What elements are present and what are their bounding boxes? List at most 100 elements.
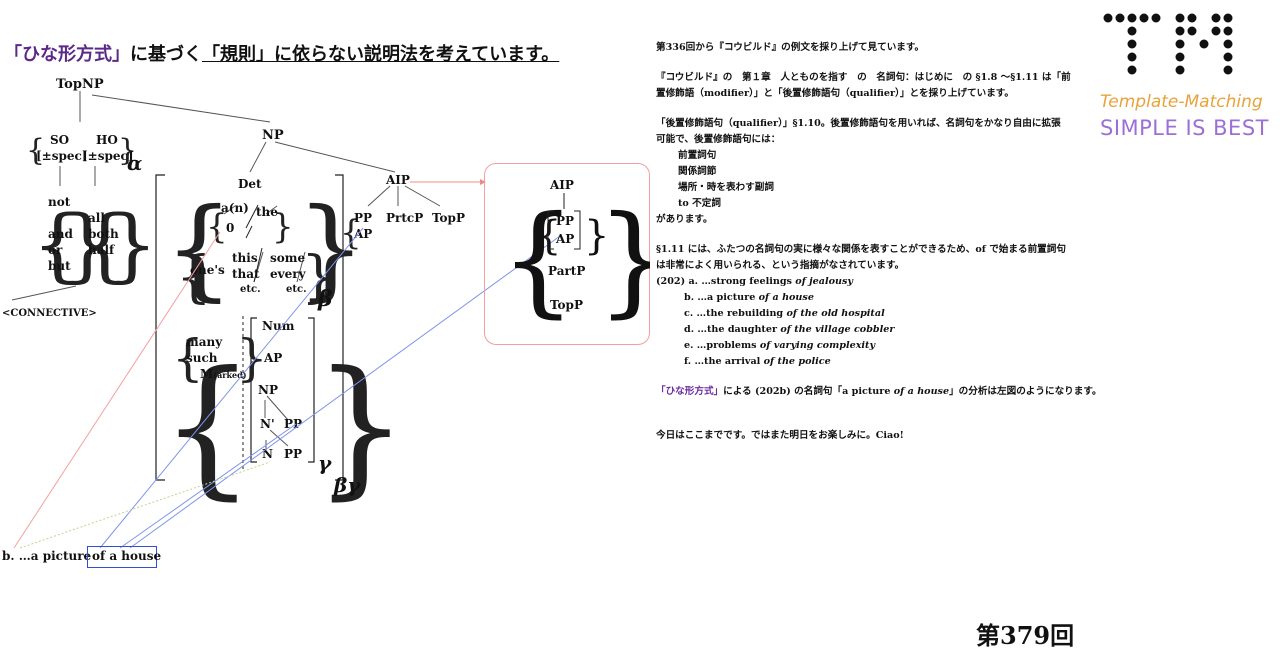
- logo-dot: [1151, 13, 1161, 23]
- svg-text:}: }: [313, 340, 408, 514]
- logo-dot: [1103, 13, 1113, 23]
- word-such: such: [186, 351, 218, 365]
- title-part-template: 「ひな形方式」: [4, 44, 130, 65]
- logo-dot: [1175, 39, 1185, 49]
- word-all: all: [88, 211, 105, 225]
- word-etc-1: etc.: [240, 284, 261, 295]
- title-part-based: に基づく: [130, 44, 202, 65]
- svg-text:{: {: [176, 245, 212, 310]
- node-ho: HO: [96, 133, 118, 147]
- list-item: 場所・時を表わす副詞: [678, 182, 774, 193]
- example-c: c. …the rebuilding of the old hospital: [684, 308, 885, 319]
- logo-dot: [1175, 65, 1185, 75]
- logo-dot: [1187, 26, 1197, 36]
- tm-logo-icon: [1103, 13, 1233, 75]
- word-both: both: [88, 227, 119, 241]
- node-num: Num: [262, 319, 295, 333]
- node-spec-ho: [±spec]: [82, 149, 134, 163]
- word-etc-2: etc.: [286, 284, 307, 295]
- svg-text:}: }: [118, 133, 137, 168]
- word-every: every: [270, 267, 307, 281]
- label-alpha: α: [127, 151, 142, 175]
- word-some: some: [270, 251, 305, 265]
- label-connective: <CONNECTIVE>: [2, 308, 97, 319]
- logo-dot: [1175, 13, 1185, 23]
- list-item: to 不定詞: [678, 198, 721, 209]
- word-but: but: [48, 259, 71, 273]
- box-node-topp: TopP: [550, 298, 583, 312]
- label-beta: β: [317, 286, 333, 312]
- logo-dot: [1127, 52, 1137, 62]
- node-prtcp: PrtcP: [386, 211, 423, 225]
- explanation-text: 第336回から『コウビルド』の例文を採り上げて見ています。 『コウビルド』の 第…: [656, 40, 1106, 444]
- example-d: d. …the daughter of the village cobbler: [684, 324, 895, 335]
- word-that: that: [232, 267, 260, 281]
- logo-dot: [1223, 65, 1233, 75]
- example-phrase-box: [87, 546, 157, 568]
- svg-text:}: }: [107, 198, 158, 291]
- example-b: b. …a picture of a house: [684, 292, 814, 303]
- box-node-partp: PartP: [548, 264, 585, 278]
- tree-diagram: { } { } { } { } { } { } { { } } { TopNP …: [2, 77, 561, 549]
- node-ap: AP: [263, 351, 282, 365]
- svg-text:}: }: [596, 191, 650, 330]
- word-not: not: [48, 195, 71, 209]
- box-node-ap: AP: [555, 232, 574, 246]
- word-the: the: [256, 205, 278, 219]
- word-zero: 0: [226, 221, 234, 235]
- node-det: Det: [238, 177, 262, 191]
- svg-text:{: {: [500, 191, 576, 330]
- text-line: があります。: [656, 214, 713, 225]
- logo-dot: [1211, 13, 1221, 23]
- example-phrase-boxed: of a house: [92, 549, 162, 563]
- node-pp-2: PP: [284, 447, 302, 461]
- svg-text:{: {: [164, 184, 234, 312]
- logo-dot: [1127, 26, 1137, 36]
- word-many: many: [186, 335, 223, 349]
- svg-text:}: }: [296, 184, 366, 312]
- svg-text:{: {: [206, 207, 228, 247]
- svg-text:{: {: [26, 133, 45, 168]
- svg-text:}: }: [584, 213, 609, 259]
- box-node-aip: AIP: [549, 178, 574, 192]
- logo-dot: [1223, 26, 1233, 36]
- analysis-line: 「ひな形方式」による (202b) の名詞句「a picture of a ho…: [656, 386, 1102, 397]
- title-part-rest: に依らない説明法を考えています。: [274, 44, 560, 65]
- word-ones: one's: [190, 263, 225, 277]
- text-line: 置修飾語（modifier）」と「後置修飾語句（qualifier）」とを採り上…: [656, 88, 1015, 99]
- word-and: and: [48, 227, 74, 241]
- text-line: §1.11 には、ふたつの名詞句の実に様々な関係を表すことができるため、of で…: [656, 244, 1066, 255]
- svg-text:{: {: [79, 198, 130, 291]
- node-pp-1: PP: [284, 417, 302, 431]
- word-half: half: [88, 243, 115, 257]
- label-gamma: γ: [318, 451, 332, 475]
- logo-dot: [1139, 13, 1149, 23]
- text-line: 第336回から『コウビルド』の例文を採り上げて見ています。: [656, 42, 925, 53]
- svg-text:}: }: [236, 329, 268, 387]
- logo-line-1: Template-Matching: [1100, 92, 1263, 112]
- svg-text:}: }: [272, 207, 294, 247]
- node-np-inner: NP: [258, 383, 278, 397]
- label-betagamma: βγ: [333, 473, 361, 497]
- closing-line: 今日はここまでです。ではまた明日をお楽しみに。Ciao!: [656, 430, 904, 441]
- svg-text:{: {: [172, 329, 204, 387]
- example-a: (202) a. …strong feelings of jealousy: [656, 276, 853, 287]
- node-ap-small: AP: [353, 227, 372, 241]
- text-line: 『コウビルド』の 第１章 人とものを指す の 名詞句：はじめに の §1.8 〜…: [656, 72, 1071, 83]
- word-or: or: [48, 243, 63, 257]
- svg-text:}: }: [301, 245, 337, 310]
- node-np: NP: [262, 128, 284, 143]
- logo-dot: [1115, 13, 1125, 23]
- aip-template-box: [484, 163, 650, 345]
- box-node-pp: PP: [556, 214, 574, 228]
- logo-dot: [1223, 39, 1233, 49]
- list-item: 前置詞句: [678, 150, 717, 161]
- text-line: は非常によく用いられる、という指摘がなされています。: [656, 260, 905, 271]
- logo-dot: [1175, 26, 1185, 36]
- node-aip: AIP: [385, 173, 410, 187]
- logo-dot: [1127, 39, 1137, 49]
- word-this: this: [232, 251, 258, 265]
- logo-dot: [1199, 39, 1209, 49]
- logo-dot: [1187, 13, 1197, 23]
- node-so: SO: [50, 133, 69, 147]
